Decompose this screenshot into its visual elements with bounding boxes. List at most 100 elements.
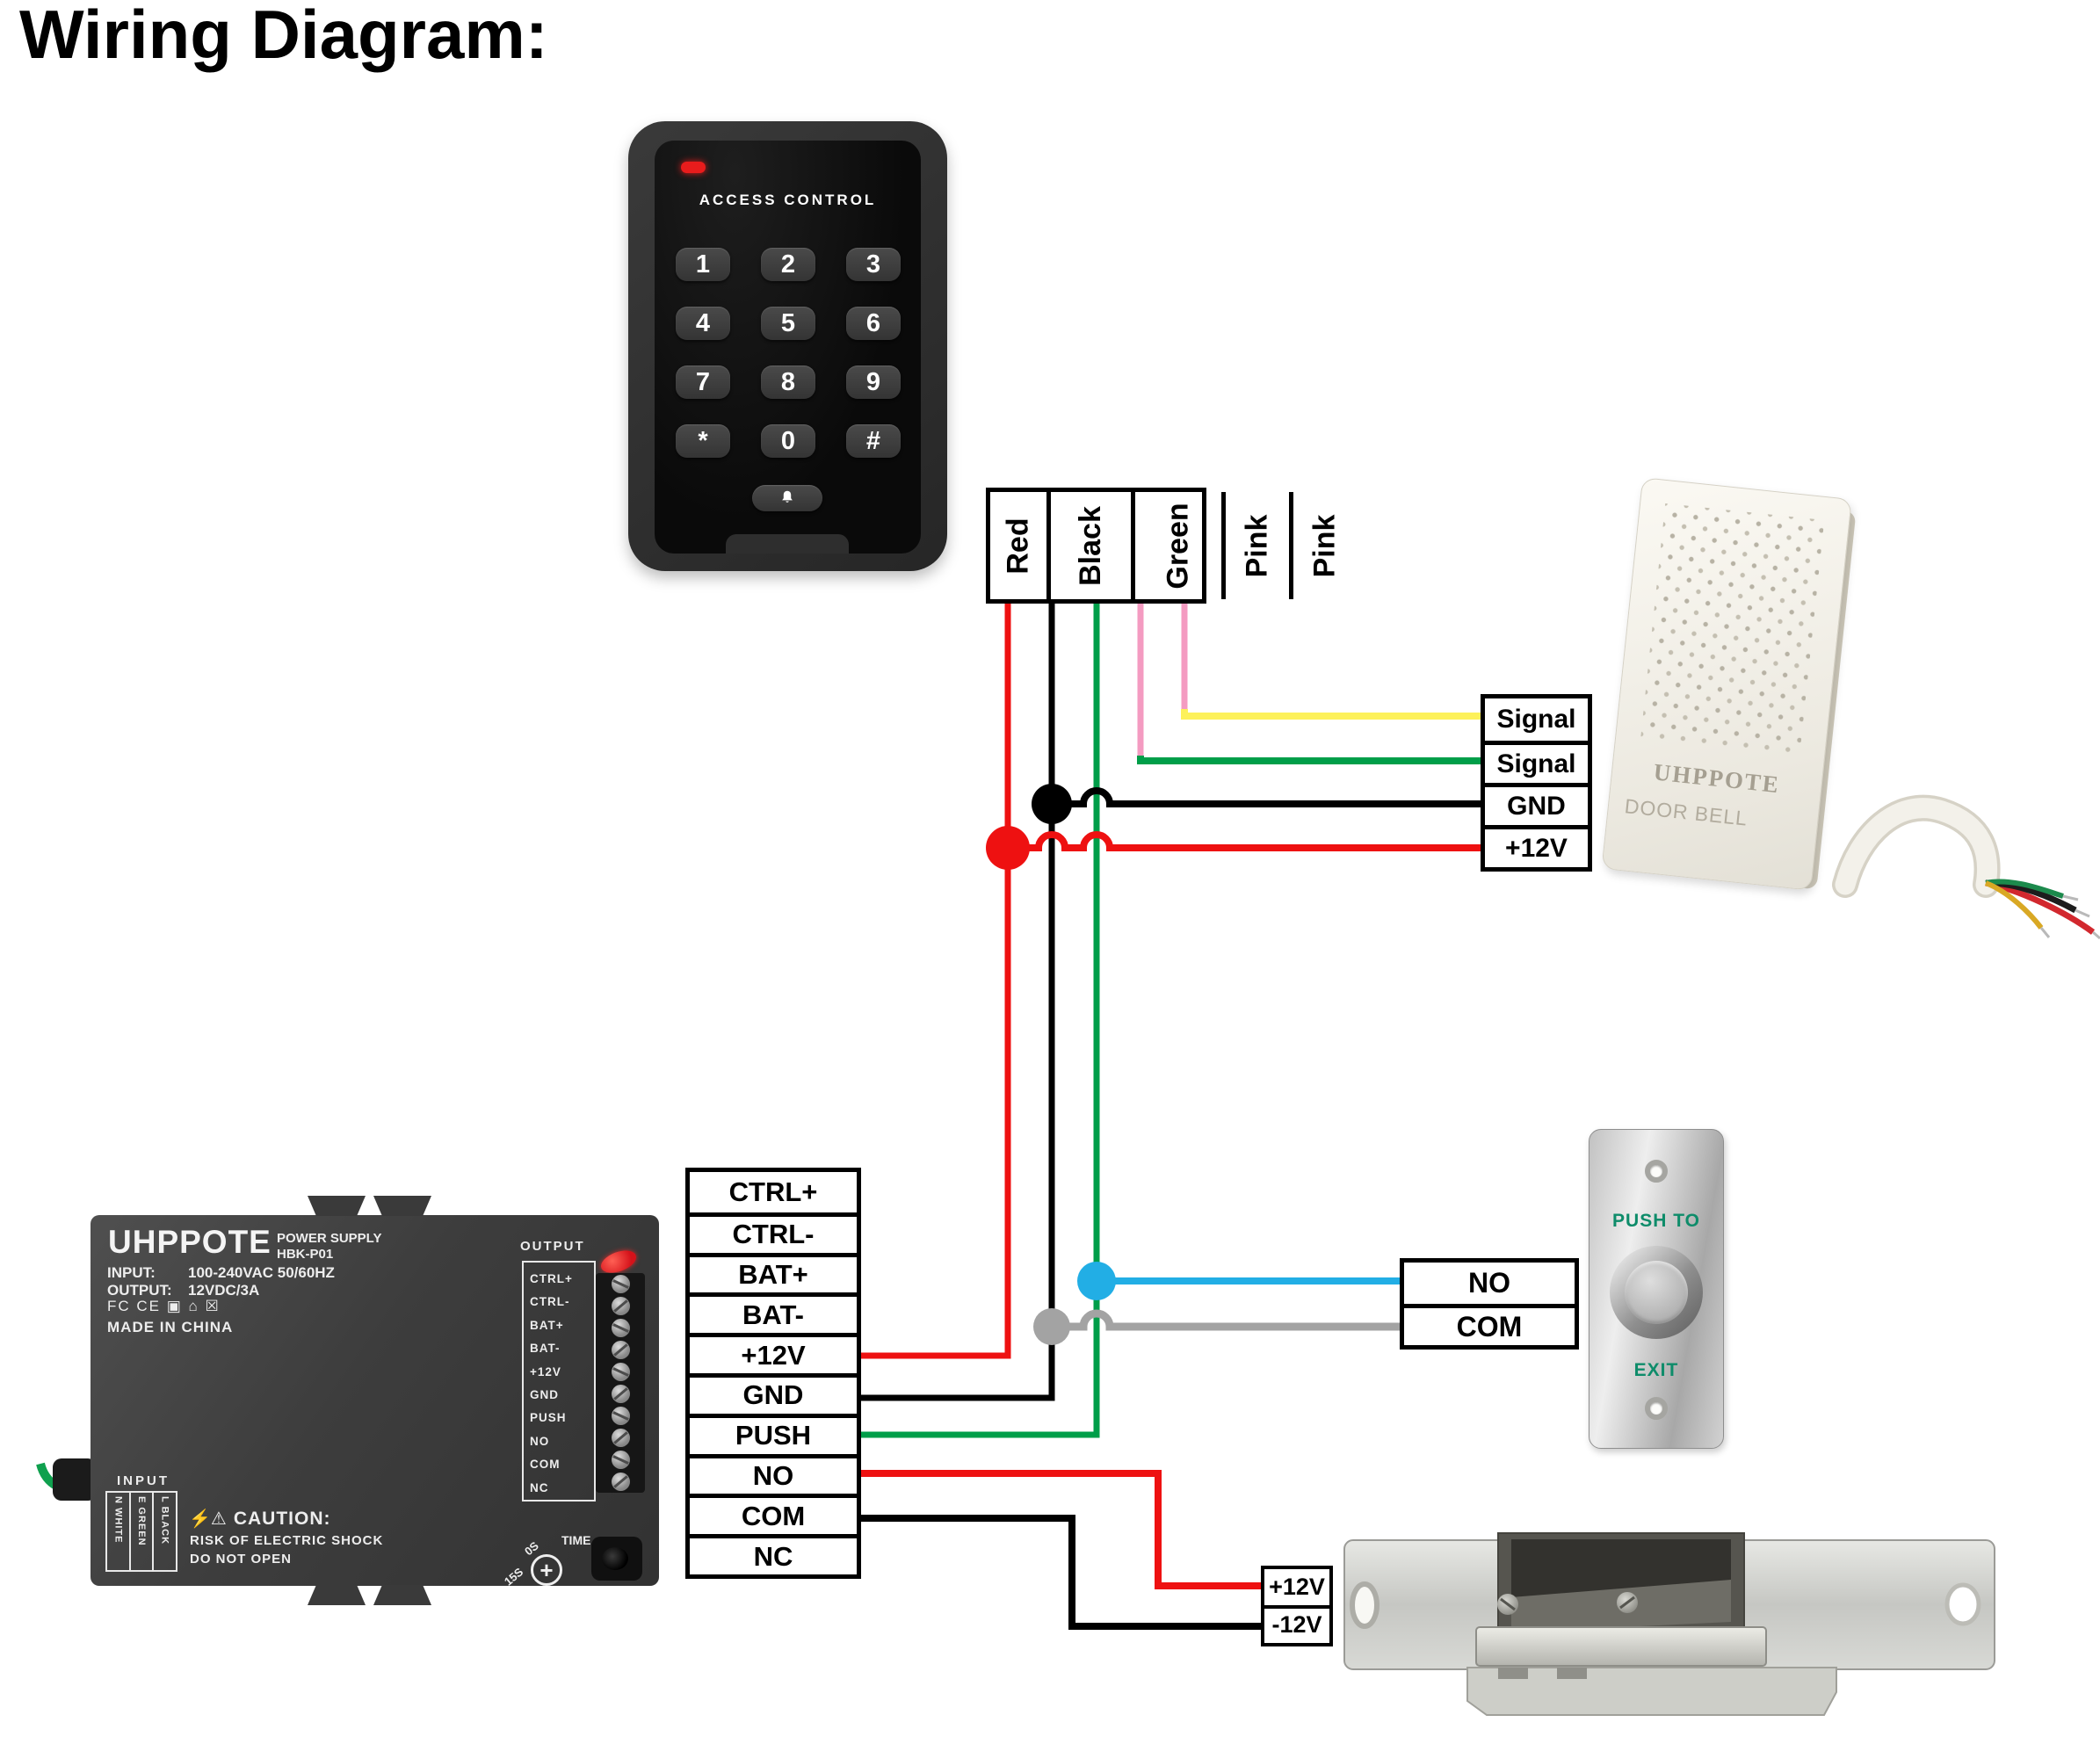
key-3[interactable]: 3 [846, 248, 901, 281]
terminal-ctrl-plus: CTRL+ [728, 1176, 818, 1207]
printed-terminal: GND [530, 1388, 559, 1402]
key-8[interactable]: 8 [761, 365, 815, 399]
time-adjust-knob[interactable]: + [531, 1554, 562, 1586]
wire-red-doorbell-12v [1008, 831, 1481, 851]
wire-red-keypad-to-12v [861, 604, 1011, 1359]
wire-red-strike-12v [861, 1470, 1261, 1589]
printed-terminal: BAT+ [530, 1318, 564, 1332]
wire-label-text: Pink [1307, 514, 1342, 577]
key-2[interactable]: 2 [761, 248, 815, 281]
page-title: Wiring Diagram: [19, 0, 548, 73]
terminal-minus-12v: -12V [1264, 1605, 1329, 1641]
key-4[interactable]: 4 [676, 307, 730, 340]
mounting-tab [373, 1585, 431, 1605]
keypad-notch [726, 534, 849, 554]
exit-push-button[interactable] [1610, 1246, 1703, 1339]
junction-red [986, 826, 1030, 870]
terminal-gnd: GND [1485, 783, 1588, 825]
wire-label-pink2: Pink [1289, 492, 1357, 599]
psu-input-spec-label: INPUT: [107, 1264, 156, 1281]
key-6[interactable]: 6 [846, 307, 901, 340]
terminal-com: COM [690, 1494, 857, 1534]
time-max-label: 15S [501, 1565, 526, 1588]
warning-icons: ⚡⚠ [189, 1509, 227, 1529]
wire-label-red: Red [990, 492, 1046, 599]
wire-green-keypad-to-push [861, 604, 1100, 1438]
strike-hole-left [1350, 1581, 1379, 1629]
terminal-signal-2: Signal [1485, 741, 1588, 783]
terminal-screw [611, 1407, 630, 1425]
psu-printed-terminals: CTRL+ CTRL- BAT+ BAT- +12V GND PUSH NO C… [522, 1261, 596, 1502]
terminal-bat-plus: BAT+ [690, 1252, 857, 1293]
wire-yellow-signal [1181, 709, 1481, 720]
key-star[interactable]: * [676, 424, 730, 458]
key-9[interactable]: 9 [846, 365, 901, 399]
terminal-signal-1: Signal [1496, 705, 1576, 734]
keypad-wire-labels: Red Black Green Pink Pink [986, 488, 1341, 604]
junction-gray [1033, 1308, 1070, 1345]
key-5[interactable]: 5 [761, 307, 815, 340]
terminal-bat-minus: BAT- [690, 1292, 857, 1333]
psu-input-terminal-table: N WHITE E GREEN L BLACK [105, 1491, 177, 1572]
speaker-grille [1640, 503, 1825, 755]
wire-label-text: Red [1001, 517, 1035, 575]
psu-input-spec-value: 100-240VAC 50/60HZ [188, 1264, 335, 1281]
psu-output-spec: OUTPUT: 12VDC/3A [107, 1282, 259, 1299]
key-7[interactable]: 7 [676, 365, 730, 399]
key-1[interactable]: 1 [676, 248, 730, 281]
screw-hole-icon [1645, 1397, 1668, 1420]
wire-black-keypad-to-gnd [861, 604, 1055, 1401]
wire-black-strike-neg [861, 1515, 1261, 1630]
printed-terminal: NO [530, 1434, 550, 1448]
psu-terminal-labels: CTRL+ CTRL- BAT+ BAT- +12V GND PUSH NO C… [685, 1168, 861, 1579]
wire-label-text: Pink [1240, 514, 1274, 577]
terminal-screw [611, 1275, 630, 1293]
doorbell-device: UHPPOTE DOOR BELL [1601, 477, 1879, 895]
doorbell-front-face: UHPPOTE DOOR BELL [1601, 477, 1852, 891]
strike-hole-right [1944, 1582, 1981, 1626]
doorbell-label: DOOR BELL [1623, 794, 1749, 830]
wire-label-pink1: Pink [1221, 492, 1289, 599]
wire-label-text: Green [1161, 502, 1195, 590]
terminal-screw [611, 1429, 630, 1447]
psu-output-spec-value: 12VDC/3A [188, 1282, 260, 1299]
psu-output-spec-label: OUTPUT: [107, 1282, 172, 1299]
terminal-push: PUSH [690, 1413, 857, 1454]
keypad-heading: ACCESS CONTROL [699, 192, 877, 208]
doorbell-key[interactable] [752, 485, 822, 511]
junction-black [1032, 784, 1072, 824]
strike-terminal-labels: +12V -12V [1261, 1566, 1333, 1646]
wire-gray-exit-com [1052, 1309, 1400, 1331]
printed-terminal: +12V [530, 1364, 561, 1379]
exit-button-device: PUSH TO EXIT [1589, 1129, 1724, 1449]
wire-label-black: Black [1046, 492, 1131, 599]
bell-icon [782, 490, 793, 503]
exit-plate-line2: EXIT [1633, 1360, 1679, 1380]
exit-plate-line1: PUSH TO [1612, 1211, 1700, 1231]
psu-product: POWER SUPPLY [277, 1231, 382, 1246]
wire-label-green: Green [1130, 492, 1221, 599]
power-supply-device: UHPPOTE POWER SUPPLY HBK-P01 INPUT: 100-… [91, 1196, 659, 1605]
junction-blue [1077, 1262, 1116, 1300]
input-col-e-green: E GREEN [128, 1493, 153, 1570]
printed-terminal: CTRL- [530, 1295, 570, 1309]
terminal-12v: +12V [1485, 825, 1588, 867]
terminal-com: COM [1404, 1304, 1575, 1345]
screw-hole-icon [1645, 1160, 1668, 1183]
terminal-ctrl-minus: CTRL- [690, 1212, 857, 1253]
psu-model: HBK-P01 [277, 1247, 334, 1262]
caution-title: CAUTION: [233, 1508, 331, 1529]
psu-output-label: OUTPUT [520, 1239, 585, 1254]
terminal-screw [611, 1473, 630, 1491]
exit-button-face [1625, 1261, 1688, 1324]
terminal-no: NO [690, 1453, 857, 1494]
input-col-l-black: L BLACK [152, 1493, 176, 1570]
strike-keeper-bar [1475, 1626, 1767, 1667]
key-hash[interactable]: # [846, 424, 901, 458]
terminal-nc: NC [690, 1534, 857, 1574]
terminal-screw [611, 1385, 630, 1403]
key-0[interactable]: 0 [761, 424, 815, 458]
psu-input-gland [53, 1458, 97, 1501]
psu-brand: UHPPOTE [108, 1224, 272, 1260]
